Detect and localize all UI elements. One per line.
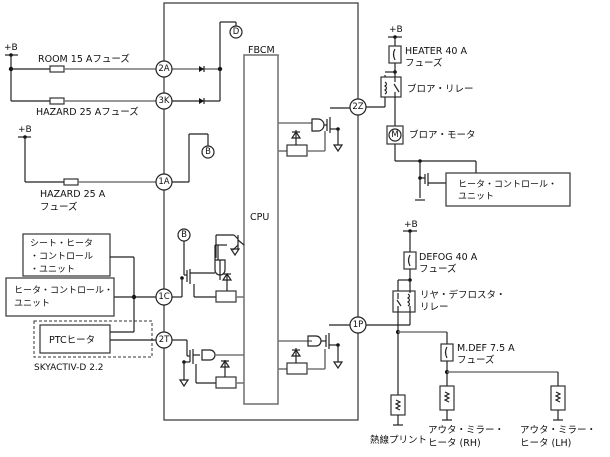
room-hazard-circuit: +B ROOM 15 Aフューズ HAZARD 25 Aフューズ D — [4, 21, 243, 118]
hazard-fuse-label-1: HAZARD 25 Aフューズ — [36, 106, 139, 118]
rear-defrost-relay-label-1: リヤ・デフロスタ・ — [420, 289, 506, 301]
hazard-fuse-label-2b: フューズ — [40, 201, 78, 213]
skyactiv-label: SKYACTIV-D 2.2 — [34, 363, 104, 373]
seat-heater-circuit: B — [172, 228, 245, 303]
blower-circuit: +B HEATER 40 A フューズ ブロア・リレー M ブロア・モータ — [366, 25, 571, 207]
seat-heater-label-2: ・コントロール — [30, 252, 93, 262]
defog-fuse-label-1: DEFOG 40 A — [419, 252, 478, 263]
mirror-lh-label-1: アウタ・ミラー・ — [520, 425, 596, 436]
svg-text:B: B — [181, 230, 187, 240]
mdef-fuse-label-2: フューズ — [457, 354, 495, 366]
defrost-driver-circuit — [278, 324, 350, 375]
and-gate-icon — [311, 118, 325, 132]
ref-d-label: D — [233, 27, 240, 37]
ptc-driver-circuit — [172, 339, 244, 389]
room-fuse-icon — [49, 65, 65, 73]
rear-defrost-relay-label-2: リレー — [420, 302, 449, 313]
defog-fuse-icon — [403, 251, 417, 270]
and-gate-icon — [214, 259, 226, 276]
hazard-fuse-icon-1 — [49, 97, 65, 105]
skyactiv-dashed-box — [33, 320, 153, 358]
connector-2z: 2Z — [352, 102, 363, 112]
motor-symbol: M — [391, 130, 398, 140]
connector-2a: 2A — [158, 64, 169, 74]
driver-block-icon — [215, 290, 237, 303]
cpu-box — [243, 54, 279, 405]
power-label-2: +B — [18, 125, 32, 135]
power-label-3: +B — [389, 25, 403, 35]
ptc-heater-label: PTCヒータ — [49, 335, 95, 346]
mirror-rh-label-2: ヒータ (RH) — [428, 438, 481, 449]
heater-cu-left-label-1: ヒータ・コントロール・ — [14, 285, 113, 296]
diode-icon — [199, 66, 204, 72]
heater-control-unit-right-box — [445, 172, 571, 207]
blower-relay-icon — [380, 76, 402, 98]
ref-d-connector — [229, 25, 243, 39]
mirror-rh-label-1: アウタ・ミラー・ — [428, 425, 504, 436]
connector-3k: 3K — [159, 96, 170, 106]
heater-cu-left-label-2: ユニット — [14, 299, 50, 309]
heater-cu-right-label-2: ユニット — [458, 192, 494, 202]
hazard-b-circuit: +B HAZARD 25 A フューズ B — [18, 125, 215, 213]
defog-circuit: +B DEFOG 40 A フューズ リヤ・デフロスタ・ リレー 熱線プリント … — [366, 220, 596, 449]
hazard-fuse-icon-2 — [63, 178, 79, 186]
mirror-lh-resistor-icon — [550, 385, 566, 411]
driver-block-icon — [215, 376, 237, 389]
ref-b-label: B — [205, 147, 211, 157]
blower-relay-label: ブロア・リレー — [407, 83, 474, 95]
ref-b-connector — [201, 145, 215, 159]
seat-heater-unit-box — [22, 233, 111, 277]
heater-fuse-label-1: HEATER 40 A — [405, 46, 467, 57]
ptc-heater-box — [39, 324, 111, 354]
driver-block-icon — [286, 144, 308, 157]
heater-fuse-icon — [388, 45, 402, 64]
heater-fuse-label-2: フューズ — [405, 57, 443, 69]
connector-1c: 1C — [158, 292, 169, 302]
left-connectors: 2A 3K 1A 1C 2T — [155, 60, 173, 349]
zener-icon — [290, 348, 302, 357]
blower-motor-label: ブロア・モータ — [409, 129, 476, 141]
connector-1p: 1P — [353, 320, 364, 330]
room-fuse-label: ROOM 15 Aフューズ — [38, 53, 130, 65]
diode-icon — [199, 98, 204, 104]
zener-icon — [219, 359, 231, 368]
mirror-rh-resistor-icon — [439, 385, 455, 411]
mdef-fuse-icon — [440, 343, 454, 362]
fbcm-label: FBCM — [248, 45, 275, 56]
hazard-fuse-label-2a: HAZARD 25 A — [40, 189, 106, 200]
mdef-fuse-label-1: M.DEF 7.5 A — [457, 343, 515, 354]
heated-print-label: 熱線プリント — [370, 434, 427, 446]
heater-cu-right-label-1: ヒータ・コントロール・ — [458, 179, 557, 190]
connector-1a: 1A — [158, 177, 169, 187]
left-external-units: シート・ヒータ ・コントロール ・ユニット ヒータ・コントロール・ ユニット P… — [5, 233, 156, 373]
defog-fuse-label-2: フューズ — [419, 263, 457, 275]
driver-block-icon — [286, 362, 308, 375]
seat-heater-label-1: シート・ヒータ — [30, 238, 93, 249]
relay-coil-icon — [406, 293, 411, 307]
blower-driver-circuit — [278, 107, 350, 157]
seat-heater-label-3: ・ユニット — [30, 265, 75, 275]
and-gate-icon — [201, 349, 216, 361]
mirror-lh-label-2: ヒータ (LH) — [520, 438, 571, 449]
relay-coil-icon — [383, 81, 388, 95]
power-label-4: +B — [404, 220, 418, 230]
heater-control-unit-left-box — [5, 277, 115, 317]
motor-icon — [388, 128, 402, 142]
cpu-label: CPU — [250, 212, 269, 223]
rear-defrost-relay-icon — [392, 290, 416, 313]
zener-icon — [290, 130, 302, 139]
connector-2t: 2T — [159, 335, 170, 345]
and-gate-icon — [307, 335, 322, 347]
zener-icon — [221, 272, 233, 281]
power-label-1: +B — [4, 43, 18, 53]
